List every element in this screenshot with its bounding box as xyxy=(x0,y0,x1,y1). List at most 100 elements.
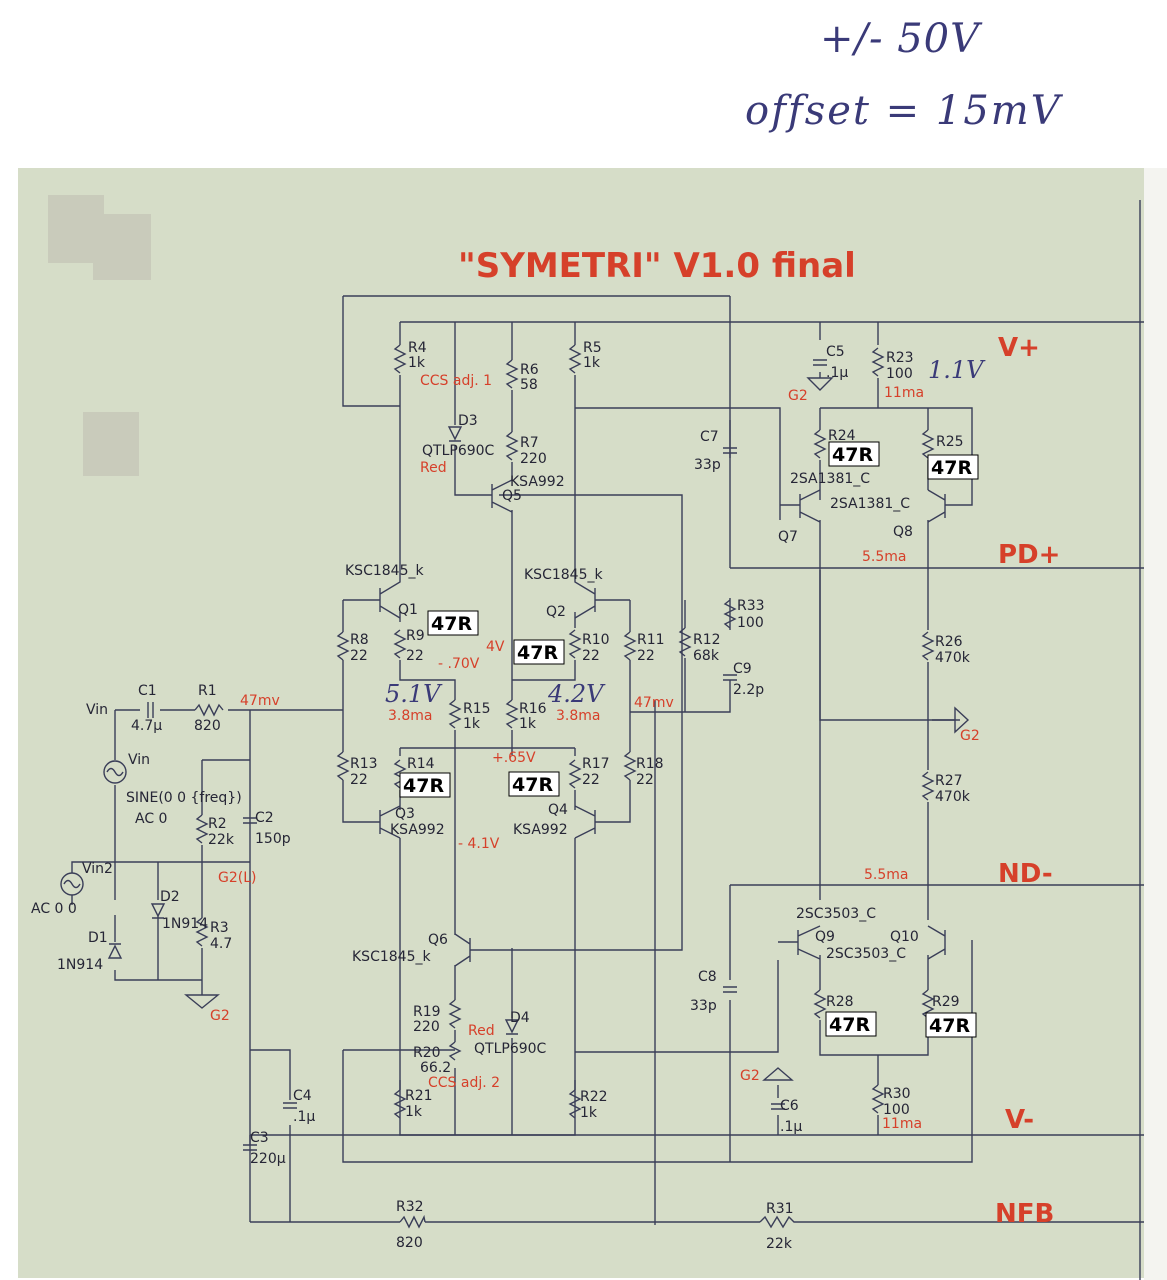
label-c6: C6 xyxy=(780,1098,799,1114)
resistor-r3 xyxy=(195,917,209,947)
misc-symbols xyxy=(60,377,970,1081)
g2-c6: G2 xyxy=(740,1068,760,1084)
g2-c5: G2 xyxy=(788,388,808,404)
label-r16: R16 xyxy=(519,701,547,717)
label-c3: C3 xyxy=(250,1130,269,1146)
label-vin-node: Vin xyxy=(86,702,108,718)
resistor-r25 xyxy=(921,429,935,459)
resistor-r33 xyxy=(723,599,737,629)
resistor-r15 xyxy=(448,699,462,729)
resistor-r1 xyxy=(194,703,224,717)
rail-vplus: V+ xyxy=(998,333,1040,363)
label-q5: Q5 xyxy=(502,488,522,504)
transistor-q7 xyxy=(799,489,821,523)
ccs-adj2: CCS adj. 2 xyxy=(428,1075,500,1091)
paper-patch xyxy=(93,214,151,280)
value-r27: 470k xyxy=(935,789,971,805)
resistor-r7 xyxy=(505,431,519,461)
overlay-r28: 47R xyxy=(829,1014,870,1036)
value-q1: KSC1845_k xyxy=(345,563,424,579)
label-d2: D2 xyxy=(160,889,180,905)
value-r12: 68k xyxy=(693,648,720,664)
label-r24: R24 xyxy=(828,428,856,444)
resistor-r26 xyxy=(921,631,935,661)
resistor-r19 xyxy=(448,999,462,1029)
capacitor-c6 xyxy=(771,1103,785,1110)
value-r6: 58 xyxy=(520,377,538,393)
diode-d2 xyxy=(150,903,166,919)
value-d1: 1N914 xyxy=(57,957,103,973)
label-r21: R21 xyxy=(405,1088,433,1104)
hand-5v1: 5.1V xyxy=(385,680,443,708)
g2-out: G2 xyxy=(960,728,980,744)
label-r31: R31 xyxy=(766,1201,794,1217)
value-r1: 820 xyxy=(194,718,221,734)
value-q7: 2SA1381_C xyxy=(790,471,870,487)
rail-pdplus: PD+ xyxy=(998,540,1060,570)
rail-ndminus: ND- xyxy=(998,859,1053,889)
label-r14: R14 xyxy=(407,756,435,772)
label-r20: R20 xyxy=(413,1045,441,1061)
resistor-r29 xyxy=(921,989,935,1019)
value-r20: 66.2 xyxy=(420,1060,451,1076)
resistor-r2 xyxy=(195,814,209,844)
volt-neg070: - .70V xyxy=(438,656,480,672)
spec-vin: SINE(0 0 {freq}) xyxy=(126,790,242,806)
resistor-r23 xyxy=(871,347,885,377)
resistor-r10 xyxy=(568,629,582,659)
g2l-input: G2(L) xyxy=(218,870,256,886)
label-c9: C9 xyxy=(733,661,752,677)
transistor-q4 xyxy=(574,805,596,839)
value-c4: .1µ xyxy=(293,1109,315,1125)
value-r10: 22 xyxy=(582,648,600,664)
value-c5: .1µ xyxy=(826,365,848,381)
label-q2: Q2 xyxy=(546,604,566,620)
label-r30: R30 xyxy=(883,1086,911,1102)
transistor-q3 xyxy=(379,805,401,839)
transistor-q2 xyxy=(574,560,596,619)
label-d3: D3 xyxy=(458,413,478,429)
label-q8: Q8 xyxy=(893,524,913,540)
value-c2: 150p xyxy=(255,831,291,847)
value-r21: 1k xyxy=(405,1104,423,1120)
color-d4: Red xyxy=(468,1023,495,1039)
value-r16: 1k xyxy=(519,716,537,732)
capacitor-c1 xyxy=(147,702,154,718)
resistor-r31 xyxy=(759,1215,800,1229)
volt-neg41: - 4.1V xyxy=(458,836,500,852)
value-q6: KSC1845_k xyxy=(352,949,431,965)
transistor-q8 xyxy=(927,489,946,523)
resistor-r14 xyxy=(393,759,407,789)
current-38a: 3.8ma xyxy=(388,708,432,724)
value-q2: KSC1845_k xyxy=(524,567,603,583)
ground-out xyxy=(932,706,970,734)
ground-g2 xyxy=(184,994,220,1009)
capacitor-c2 xyxy=(243,817,257,824)
overlay-r29: 47R xyxy=(929,1015,970,1037)
label-r5: R5 xyxy=(583,340,602,356)
measurement-annotations: CCS adj. 1 CCS adj. 2 47mv 47mv 4V - .70… xyxy=(210,373,980,1132)
value-r13: 22 xyxy=(350,772,368,788)
value-r30: 100 xyxy=(883,1102,910,1118)
overlay-r25: 47R xyxy=(931,457,972,479)
fb-47mv: 47mv xyxy=(634,695,674,711)
schematic-title: "SYMETRI" V1.0 final xyxy=(458,246,856,286)
label-vin2: Vin2 xyxy=(82,861,113,877)
color-d3: Red xyxy=(420,460,447,476)
overlay-r9: 47R xyxy=(431,613,472,635)
paper-patch xyxy=(83,412,139,476)
resistor-r13 xyxy=(336,751,350,781)
current-11b: 11ma xyxy=(882,1116,922,1132)
value-q10: 2SC3503_C xyxy=(826,946,906,962)
transistor-q10 xyxy=(927,925,946,960)
label-r23: R23 xyxy=(886,350,914,366)
label-c4: C4 xyxy=(293,1088,312,1104)
label-q1: Q1 xyxy=(398,602,418,618)
resistor-symbols xyxy=(194,344,935,1229)
value-c3: 220µ xyxy=(250,1151,286,1167)
ac-vin2: AC 0 0 xyxy=(31,901,77,917)
label-r8: R8 xyxy=(350,632,369,648)
wiring xyxy=(114,200,1144,1280)
capacitor-c3 xyxy=(243,1144,257,1151)
